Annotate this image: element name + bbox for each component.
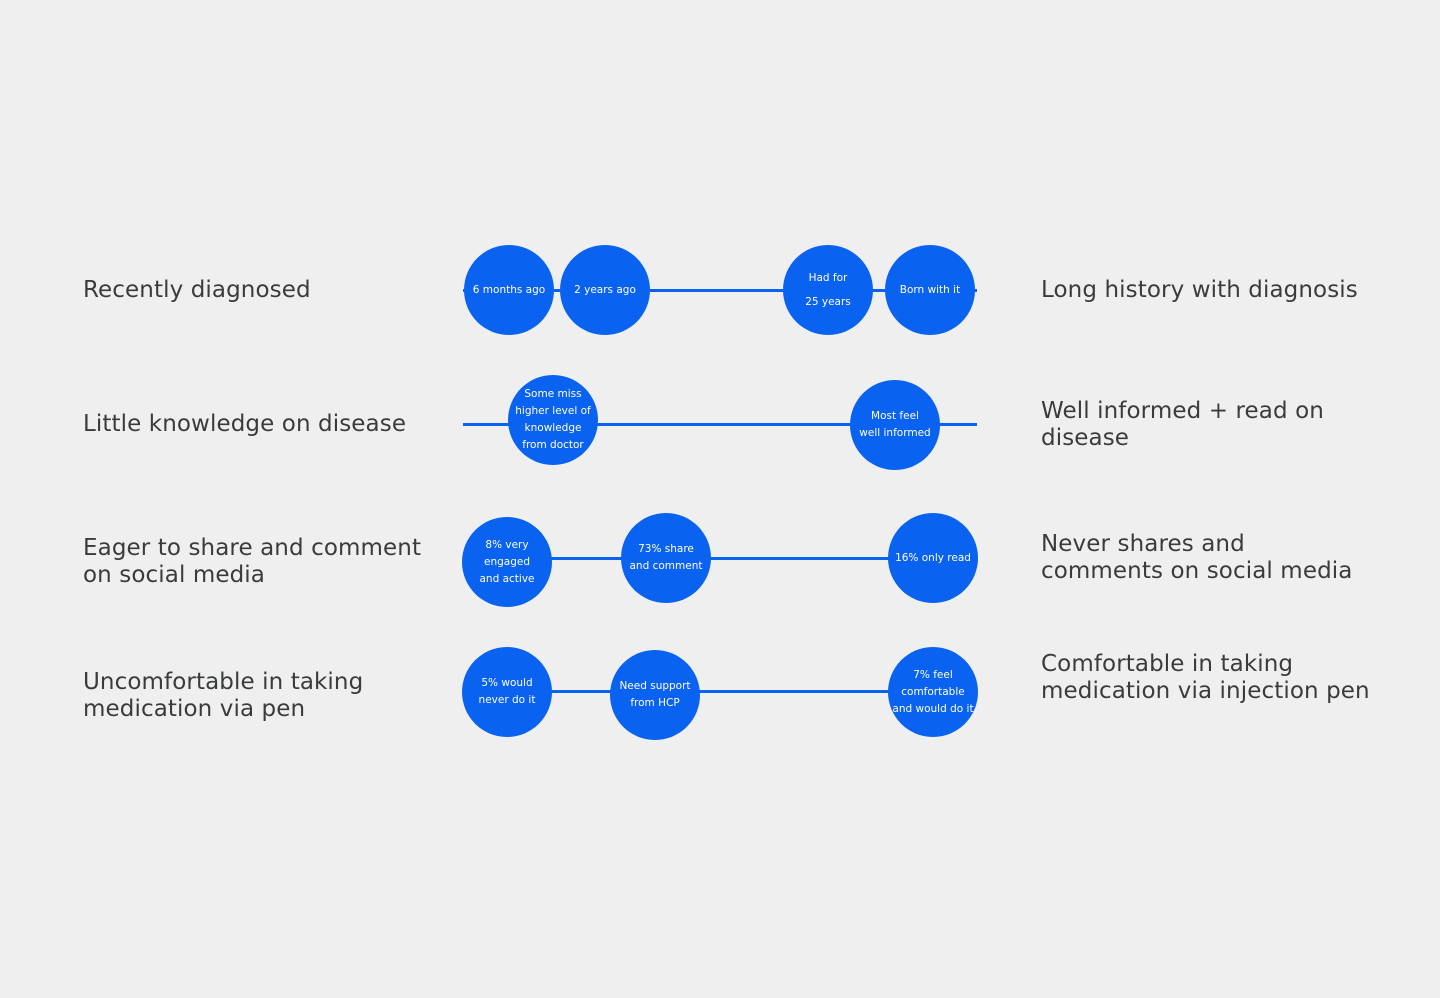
bubble-need-support-hcp: Need support from HCP [610, 650, 700, 740]
row-left-label: Recently diagnosed [83, 277, 311, 303]
bubble-born-with-it: Born with it [885, 245, 975, 335]
row-left-label: Uncomfortable in taking medication via p… [83, 669, 364, 722]
spectrum-track [463, 289, 977, 292]
row-left-label: Eager to share and comment on social med… [83, 535, 422, 588]
bubble-had-for-25-years: Had for 25 years [783, 245, 873, 335]
spectrum-track [463, 423, 977, 426]
spectrum-track [463, 557, 977, 560]
bubble-73-percent-share: 73% share and comment [621, 513, 711, 603]
bubble-5-percent-never: 5% would never do it [462, 647, 552, 737]
row-right-label: Long history with diagnosis [1041, 277, 1358, 303]
bubble-7-percent-comfortable: 7% feel comfortable and would do it [888, 647, 978, 737]
row-right-label: Comfortable in taking medication via inj… [1041, 651, 1370, 704]
row-left-label: Little knowledge on disease [83, 411, 407, 437]
spectrum-track [463, 690, 977, 693]
bubble-2-years-ago: 2 years ago [560, 245, 650, 335]
row-right-label: Well informed + read on disease [1041, 398, 1324, 451]
bubble-some-miss-knowledge: Some miss higher level of knowledge from… [508, 375, 598, 465]
bubble-most-feel-informed: Most feel well informed [850, 380, 940, 470]
bubble-16-percent-read: 16% only read [888, 513, 978, 603]
bubble-8-percent-engaged: 8% very engaged and active [462, 517, 552, 607]
bubble-6-months-ago: 6 months ago [464, 245, 554, 335]
row-right-label: Never shares and comments on social medi… [1041, 531, 1353, 584]
